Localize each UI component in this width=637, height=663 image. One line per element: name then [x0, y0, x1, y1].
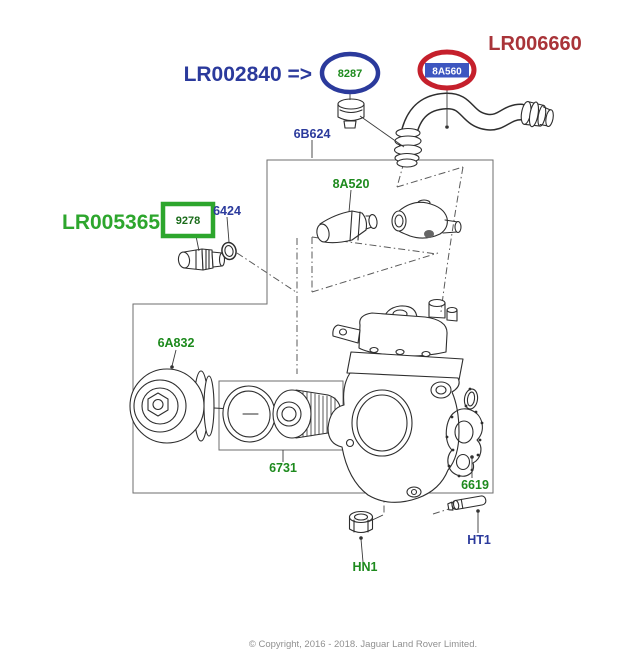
leader-lines	[171, 88, 479, 563]
gasket-6619	[445, 387, 484, 478]
part-number-8a520[interactable]: 8A520	[333, 177, 370, 191]
part-number-hn1[interactable]: HN1	[352, 560, 377, 574]
sensor-part-9278	[177, 248, 226, 271]
hose-part	[393, 92, 554, 168]
part-number-6619[interactable]: 6619	[461, 478, 489, 492]
part-number-8287[interactable]: 8287	[338, 68, 362, 80]
red-callout-oval[interactable]	[417, 49, 477, 91]
part-number-8a560[interactable]: 8A560	[432, 67, 462, 78]
part-number-6731[interactable]: 6731	[269, 461, 297, 475]
annotation-lr006660: LR006660	[488, 33, 581, 55]
filter-housing-assembly	[327, 298, 464, 503]
filter-kit-6731	[222, 385, 362, 443]
hose-end-fitting	[520, 101, 554, 128]
connector-part-8a520	[316, 199, 462, 244]
outer-frame	[132, 159, 494, 494]
part-number-6b624[interactable]: 6B624	[294, 127, 331, 141]
filter-cap-6a832	[129, 368, 233, 444]
annotation-lr005365: LR005365	[62, 211, 160, 234]
nut-hn1-part	[348, 510, 374, 534]
stud-ht1-part	[447, 495, 487, 511]
copyright-text: © Copyright, 2016 - 2018. Jaguar Land Ro…	[249, 639, 477, 650]
part-number-6424[interactable]: 6424	[213, 204, 241, 218]
green-callout-rect[interactable]	[160, 201, 216, 239]
part-number-6a832[interactable]: 6A832	[158, 336, 195, 350]
sensor-part-8287	[337, 98, 365, 129]
blue-callout-oval[interactable]	[319, 51, 381, 95]
part-number-9278[interactable]: 9278	[176, 215, 200, 227]
annotation-lr002840: LR002840 =>	[184, 63, 312, 86]
o-ring-6424	[221, 241, 237, 261]
part-number-ht1[interactable]: HT1	[467, 533, 491, 547]
hose-clamp-rings	[393, 127, 423, 168]
part-8a560-highlight[interactable]	[425, 63, 469, 78]
leader-dots	[170, 125, 480, 540]
